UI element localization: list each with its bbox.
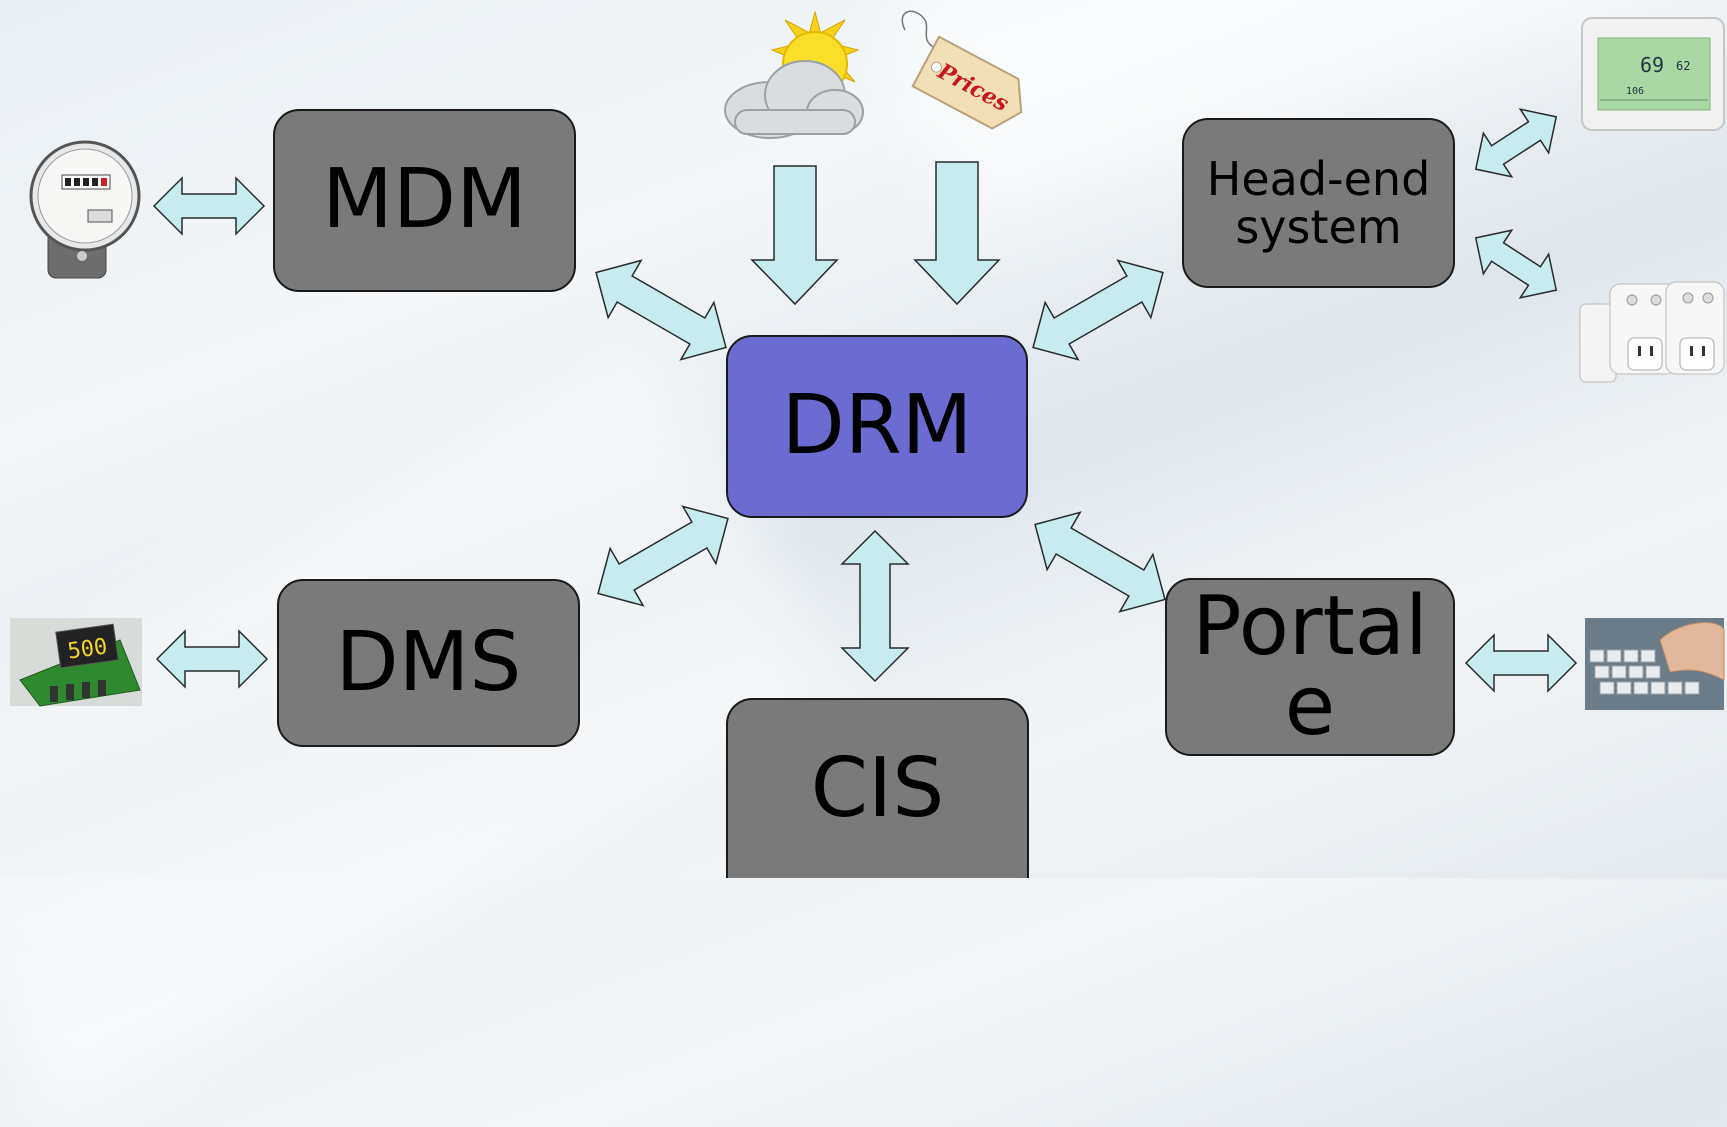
prices-down-arrow: [913, 161, 1001, 306]
cis-label: CIS: [810, 740, 945, 836]
smart-plug-icon: [1579, 281, 1725, 383]
thermostat-low: 106: [1626, 86, 1644, 97]
drm-cis-arrow: [841, 530, 909, 682]
headend-node: Head-end system: [1182, 118, 1455, 288]
thermostat-temp: 69: [1640, 53, 1664, 77]
display-readout: 500: [66, 634, 109, 664]
thermostat-icon: 69 62 106: [1581, 17, 1725, 131]
weather-down-arrow: [750, 165, 839, 306]
dms-label: DMS: [335, 614, 522, 710]
price-tag-icon: Prices: [901, 10, 1023, 130]
thermostat-setpoint: 62: [1676, 59, 1690, 73]
mdm-drm-arrow: [578, 243, 744, 377]
electric-meter-icon: [29, 140, 141, 279]
mdm-node: MDM: [273, 109, 576, 292]
headend-drm-arrow: [1015, 243, 1181, 377]
portale-label-line2: e: [1284, 659, 1336, 754]
sensor-dms-arrow: [156, 630, 268, 688]
dms-node: DMS: [277, 579, 580, 747]
thermostat-headend-arrow: [1460, 94, 1572, 192]
weather-icon: [724, 10, 864, 139]
headend-label-line1: Head-end: [1206, 151, 1431, 206]
drm-label: DRM: [781, 378, 973, 474]
plug-headend-arrow: [1460, 215, 1572, 313]
keyboard-portale-arrow: [1465, 634, 1577, 692]
digital-display-board-icon: 500: [10, 618, 142, 707]
drm-node: DRM: [726, 335, 1028, 518]
cis-node: CIS: [726, 698, 1029, 878]
drm-dms-arrow: [580, 489, 746, 623]
keyboard-icon: [1585, 618, 1725, 710]
portale-label-line1: Portal: [1192, 578, 1428, 674]
diagram-canvas: Prices 500 69 62 106: [10, 10, 1725, 710]
mdm-label: MDM: [322, 152, 527, 248]
headend-label-line2: system: [1235, 200, 1402, 254]
portale-node: Portal e: [1165, 578, 1455, 756]
meter-mdm-arrow: [153, 177, 265, 235]
drm-portale-arrow: [1017, 495, 1183, 629]
